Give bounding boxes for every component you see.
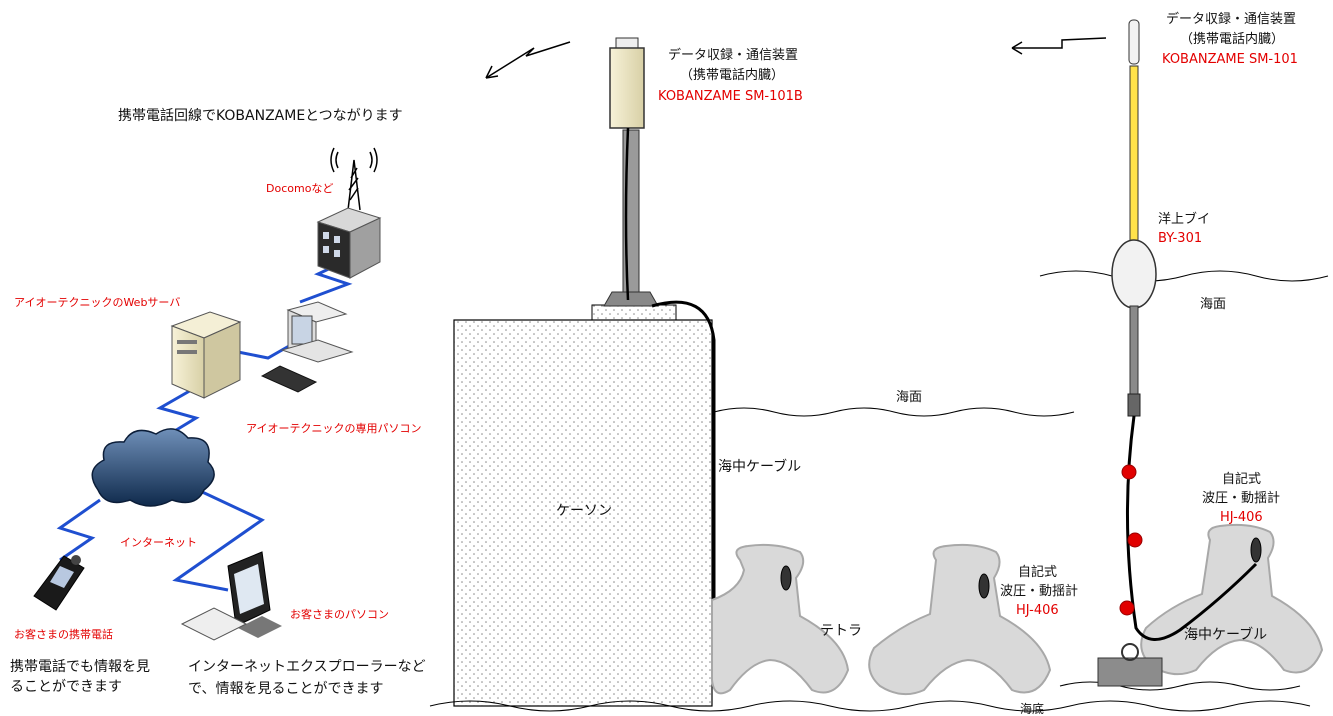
web-server-label: アイオーテクニックのWebサーバ	[14, 296, 181, 309]
center-gauge-model: HJ-406	[1016, 603, 1059, 618]
right-gauge-model: HJ-406	[1220, 510, 1263, 525]
caisson-label: ケーソン	[556, 503, 612, 519]
desktop-pc-icon	[260, 301, 354, 393]
center-device-title: データ収録・通信装置	[668, 48, 799, 63]
right-cable-label: 海中ケーブル	[1184, 627, 1268, 643]
center-sea-surface-label: 海面	[896, 390, 923, 405]
center-gauge-line1: 自記式	[1018, 565, 1058, 580]
center-device-model: KOBANZAME SM-101B	[658, 89, 803, 104]
center-device	[603, 37, 659, 307]
seabed-label: 海底	[1020, 702, 1045, 716]
wireless-signal-icon	[485, 37, 1107, 79]
internet-label: インターネット	[120, 536, 197, 549]
right-device-subtitle: （携帯電話内臓）	[1180, 32, 1285, 47]
center-gauge-line2: 波圧・動揺計	[1000, 584, 1079, 599]
right-device-title: データ収録・通信装置	[1166, 12, 1297, 27]
sea-surface	[429, 270, 1329, 712]
antenna-tower-icon	[330, 147, 378, 211]
tetrapods	[711, 523, 1324, 696]
right-sea-surface-label: 海面	[1200, 297, 1227, 312]
network-links	[56, 256, 353, 592]
buoy-model: BY-301	[1158, 231, 1203, 246]
wave-gauge-icon	[780, 537, 1262, 599]
carrier-label: Docomoなど	[266, 182, 334, 195]
ie-note-line1: インターネットエクスプローラーなど	[188, 659, 426, 675]
center-cable-label: 海中ケーブル	[718, 459, 802, 475]
mobile-phone-icon	[33, 555, 85, 611]
customer-phone-label: お客さまの携帯電話	[14, 628, 113, 641]
ie-note-line2: で、情報を見ることができます	[188, 681, 384, 697]
buoy-label: 洋上ブイ	[1158, 212, 1211, 227]
connect-note: 携帯電話回線でKOBANZAMEとつながります	[118, 108, 403, 124]
tetra-label: テトラ	[820, 623, 862, 639]
right-gauge-line1: 自記式	[1222, 472, 1262, 487]
server-icon	[170, 311, 242, 399]
customer-pc-label: お客さまのパソコン	[290, 608, 389, 621]
dedicated-pc-label: アイオーテクニックの専用パソコン	[246, 422, 422, 435]
center-device-subtitle: （携帯電話内臓）	[680, 68, 785, 83]
phone-note-line1: 携帯電話でも情報を見	[10, 659, 150, 675]
caisson	[453, 304, 713, 707]
right-device-model: KOBANZAME SM-101	[1162, 52, 1298, 67]
phone-note-line2: ることができます	[10, 679, 122, 695]
right-buoy-system	[1097, 19, 1258, 687]
right-gauge-line2: 波圧・動揺計	[1202, 491, 1281, 506]
building-icon	[316, 207, 382, 279]
monitor-icon	[180, 551, 282, 641]
cloud-icon	[91, 428, 215, 507]
